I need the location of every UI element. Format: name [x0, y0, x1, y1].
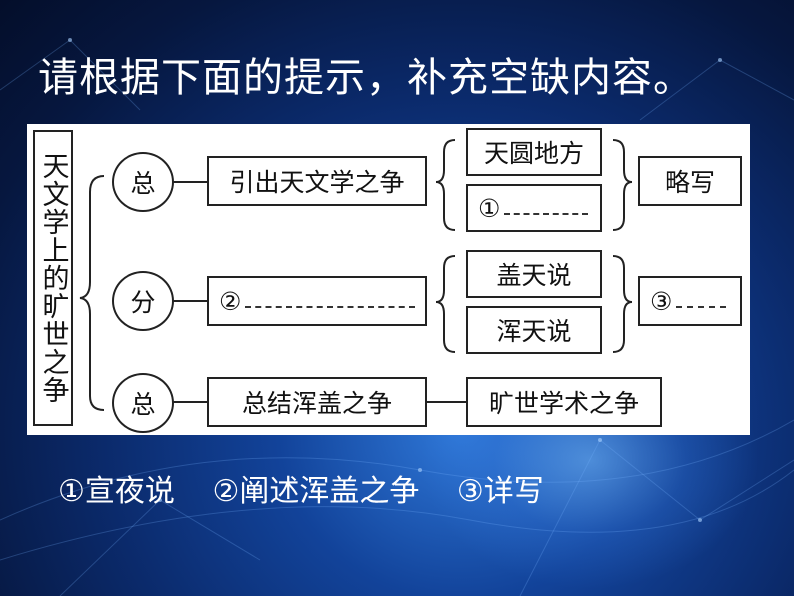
blank-marker-3: ③: [650, 286, 673, 316]
node-conclusion: 总: [112, 373, 174, 433]
box-body-blank: ②: [207, 276, 427, 326]
answer-2: ②阐述浑盖之争: [212, 474, 420, 509]
blank-line: [504, 201, 589, 215]
instruction-heading: 请根据下面的提示，补充空缺内容。: [38, 55, 694, 101]
box-mid-item2: 浑天说: [466, 306, 602, 354]
blank-marker-2: ②: [219, 286, 242, 316]
node-intro: 总: [112, 152, 174, 212]
answer-line: ①宣夜说 ②阐述浑盖之争 ③详写: [58, 472, 572, 512]
box-top-item2-blank: ①: [466, 184, 602, 232]
answer-1: ①宣夜说: [58, 474, 175, 509]
box-conclusion-content: 总结浑盖之争: [207, 377, 427, 427]
box-top-item1: 天圆地方: [466, 128, 602, 176]
node-body: 分: [112, 271, 174, 331]
answer-3: ③详写: [456, 474, 544, 509]
box-intro-content: 引出天文学之争: [207, 156, 427, 206]
blank-marker-1: ①: [478, 193, 501, 223]
box-mid-result-blank: ③: [638, 276, 742, 326]
blank-line: [245, 294, 416, 308]
blank-line: [676, 294, 727, 308]
main-brace: [79, 175, 105, 411]
diagram-title: 天文学上的旷世之争: [33, 130, 73, 426]
box-top-result: 略写: [638, 156, 742, 206]
box-conclusion-result: 旷世学术之争: [466, 377, 662, 427]
box-mid-item1: 盖天说: [466, 250, 602, 298]
